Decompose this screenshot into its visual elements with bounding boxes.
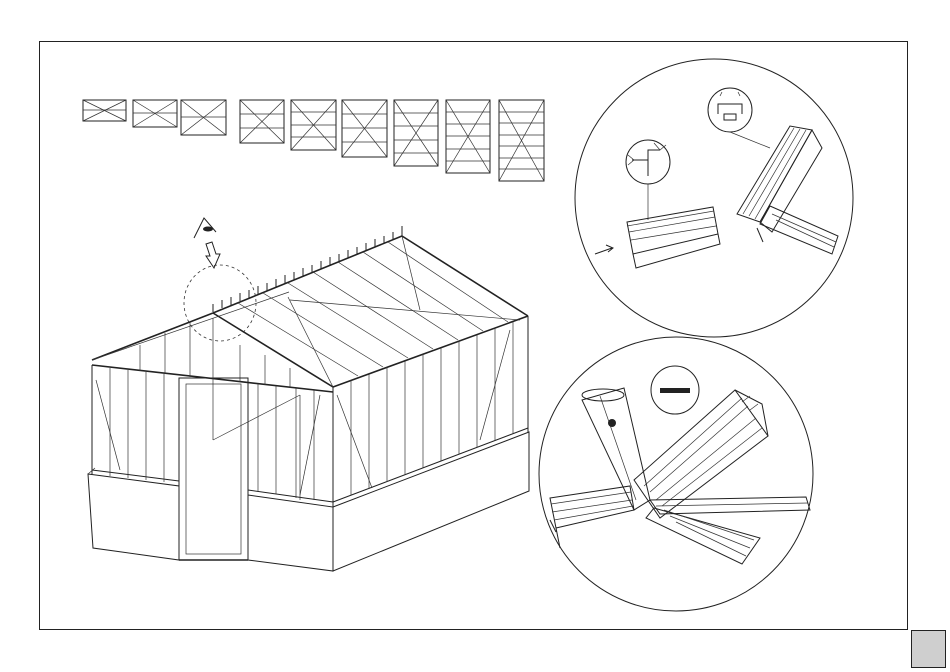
size-icon-6 — [342, 100, 387, 157]
size-icon-2 — [133, 100, 177, 127]
model-size-icons — [83, 100, 544, 181]
side-wall — [213, 316, 528, 502]
size-icon-8 — [446, 100, 490, 173]
roof — [92, 236, 528, 387]
minus-symbol-icon — [660, 388, 690, 393]
page-number-tab — [911, 630, 946, 668]
size-icon-5 — [291, 100, 336, 150]
eye-view-icon — [194, 218, 216, 238]
size-icon-1 — [83, 100, 126, 121]
size-icon-7 — [394, 100, 438, 166]
detail-circle-bottom — [539, 337, 813, 611]
size-icon-3 — [181, 100, 226, 135]
detail-callout — [184, 265, 256, 341]
size-icon-9 — [499, 100, 544, 181]
ridge-finials — [213, 226, 402, 312]
greenhouse-drawing — [88, 218, 529, 571]
size-icon-4 — [240, 100, 284, 143]
arrow-down-icon — [206, 242, 220, 268]
detail-circle-top — [575, 59, 853, 337]
door-frame — [179, 378, 248, 560]
dot-marker-icon — [608, 419, 616, 427]
